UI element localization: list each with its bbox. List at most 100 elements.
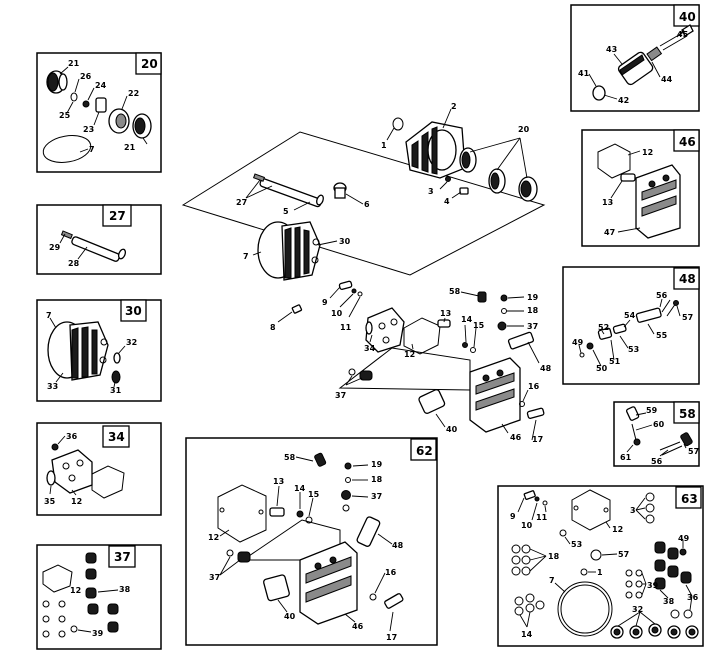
- label-41: 41: [578, 69, 590, 78]
- label-13: 13: [602, 198, 613, 207]
- label-13-b: 13: [440, 309, 451, 318]
- kit-30-labels: 7 32 33 31: [46, 311, 137, 395]
- label-4: 4: [444, 197, 450, 206]
- label-37-d: 37: [209, 573, 220, 582]
- label-52: 52: [598, 323, 609, 332]
- label-15: 15: [473, 321, 485, 330]
- kit-27-labels: 29 28: [49, 233, 88, 268]
- label-7-b: 7: [46, 311, 52, 320]
- inset-62: 62: [185, 437, 438, 646]
- kit-40-labels: 43 45 41 44 42: [578, 29, 689, 105]
- label-18: 18: [527, 306, 539, 315]
- label-48-b: 48: [392, 541, 404, 550]
- label-37-b: 37: [335, 391, 346, 400]
- label-45: 45: [677, 30, 689, 39]
- label-36: 36: [66, 432, 78, 441]
- label-14: 14: [461, 315, 473, 324]
- label-53-b: 53: [571, 540, 582, 549]
- label-35: 35: [44, 497, 56, 506]
- kit-62-parts: [217, 452, 404, 625]
- label-33: 33: [47, 382, 58, 391]
- kit-62-labels: 58 19 18 37 13 14 15 12 48 37 16 40 46 1…: [208, 453, 404, 642]
- box-tag-27: 27: [109, 209, 126, 223]
- label-42: 42: [618, 96, 629, 105]
- label-7: 7: [89, 145, 95, 154]
- label-51: 51: [609, 357, 621, 366]
- label-7-c: 7: [243, 252, 249, 261]
- label-39: 39: [92, 629, 104, 638]
- label-12-e: 12: [208, 533, 219, 542]
- label-29: 29: [49, 243, 61, 252]
- box-tag-20: 20: [141, 57, 158, 71]
- label-26: 26: [80, 72, 92, 81]
- label-36-b: 36: [687, 593, 699, 602]
- label-25: 25: [59, 111, 71, 120]
- label-1-b: 1: [597, 568, 603, 577]
- label-17: 17: [532, 435, 543, 444]
- label-13-c: 13: [273, 477, 284, 486]
- label-57: 57: [682, 313, 693, 322]
- box-tag-34: 34: [108, 430, 125, 444]
- label-15-b: 15: [308, 490, 320, 499]
- main-crankcase-labels: 1 2 20 3 4 27 5 6 7 30 9 10 11 8: [236, 102, 530, 332]
- kit-30-parts: [47, 321, 121, 384]
- label-47: 47: [604, 228, 615, 237]
- kit-63-labels: 9 10 11 12 3 49 18 53 57 1 7 39 38 36 32…: [510, 497, 699, 639]
- label-10: 10: [331, 309, 343, 318]
- label-32: 32: [126, 338, 137, 347]
- label-57-b: 57: [688, 447, 699, 456]
- inset-46: 46: [581, 129, 700, 247]
- inset-58: 58: [613, 401, 700, 467]
- label-59: 59: [646, 406, 658, 415]
- inset-37: 37: [36, 544, 162, 650]
- label-44: 44: [661, 75, 673, 84]
- label-9-b: 9: [510, 512, 516, 521]
- label-31: 31: [110, 386, 122, 395]
- label-58: 58: [449, 287, 461, 296]
- kit-58-labels: 59 60 61 56 57: [620, 406, 699, 466]
- label-14-c: 14: [521, 630, 533, 639]
- label-14-b: 14: [294, 484, 306, 493]
- label-16-b: 16: [385, 568, 397, 577]
- kit-20-parts: [42, 70, 152, 163]
- label-57-c: 57: [618, 550, 629, 559]
- label-60: 60: [653, 420, 665, 429]
- label-49: 49: [572, 338, 584, 347]
- label-37: 37: [527, 322, 538, 331]
- label-50: 50: [596, 364, 608, 373]
- label-27: 27: [236, 198, 247, 207]
- box-tag-37: 37: [114, 550, 131, 564]
- label-56: 56: [656, 291, 668, 300]
- inset-27: 27: [36, 204, 162, 275]
- label-53: 53: [628, 345, 639, 354]
- label-54: 54: [624, 311, 636, 320]
- kit-46-parts: [597, 143, 681, 239]
- label-11-b: 11: [536, 513, 548, 522]
- label-11: 11: [340, 323, 352, 332]
- label-48: 48: [540, 364, 552, 373]
- label-40: 40: [446, 425, 458, 434]
- box-tag-40: 40: [679, 10, 696, 24]
- label-2: 2: [451, 102, 457, 111]
- label-34: 34: [364, 344, 376, 353]
- label-20: 20: [518, 125, 530, 134]
- label-21: 21: [68, 59, 80, 68]
- kit-48-parts: [579, 299, 679, 358]
- inset-30: 30: [36, 299, 162, 402]
- main-manifold-assembly: [338, 291, 545, 433]
- label-40-b: 40: [284, 612, 296, 621]
- label-3-b: 3: [630, 506, 636, 515]
- label-5: 5: [283, 207, 289, 216]
- box-tag-46: 46: [679, 135, 696, 149]
- kit-58-parts: [626, 406, 693, 456]
- label-6: 6: [364, 200, 370, 209]
- inset-63: 63: [497, 485, 704, 647]
- label-61: 61: [620, 453, 632, 462]
- label-7-d: 7: [549, 576, 555, 585]
- label-17-b: 17: [386, 633, 397, 642]
- label-19-b: 19: [371, 460, 383, 469]
- kit-27-parts: [60, 230, 127, 262]
- label-3: 3: [428, 187, 434, 196]
- kit-48-labels: 56 57 54 52 55 49 53 50 51: [572, 291, 693, 373]
